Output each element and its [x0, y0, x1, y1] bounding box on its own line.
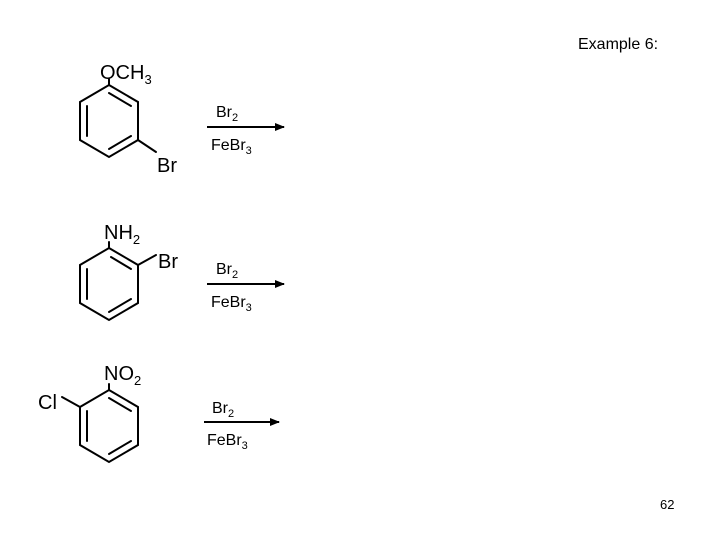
benzene-ring-1	[79, 78, 157, 159]
reagent-bottom: FeBr3	[211, 294, 252, 314]
substituent-label-cl: Cl	[38, 392, 57, 414]
reagent-top: Br2	[216, 104, 238, 124]
substituent-label-no2: NO2	[104, 363, 141, 388]
page-number: 62	[660, 497, 675, 512]
substituent-bond	[137, 254, 157, 266]
reagent-top: Br2	[212, 400, 234, 420]
ring-bonds	[79, 83, 139, 159]
substituent-label-br: Br	[157, 155, 177, 177]
substituent-label-och3: OCH3	[100, 62, 152, 87]
double-bond	[108, 397, 132, 412]
reagent-bottom: FeBr3	[211, 137, 252, 157]
ring-bonds	[79, 246, 139, 322]
double-bond	[108, 135, 132, 150]
double-bond	[108, 298, 132, 313]
reagent-top: Br2	[216, 261, 238, 281]
reaction-3: NO2 Cl Br2 FeBr3	[38, 363, 280, 464]
substituent-label-br: Br	[158, 251, 178, 273]
substituent-label-nh2: NH2	[104, 222, 140, 247]
substituent-bond	[137, 139, 157, 153]
reaction-2: NH2 Br Br2 FeBr3	[79, 222, 285, 322]
double-bond	[108, 92, 132, 107]
substituent-bond	[61, 396, 81, 408]
benzene-ring-3	[61, 383, 139, 464]
slide-title: Example 6:	[578, 36, 659, 53]
double-bond	[110, 256, 132, 270]
benzene-ring-2	[79, 241, 157, 322]
reaction-1: OCH3 Br Br2 FeBr3	[79, 62, 285, 177]
reagent-bottom: FeBr3	[207, 432, 248, 452]
double-bond	[108, 440, 132, 455]
ring-bonds	[79, 388, 139, 464]
